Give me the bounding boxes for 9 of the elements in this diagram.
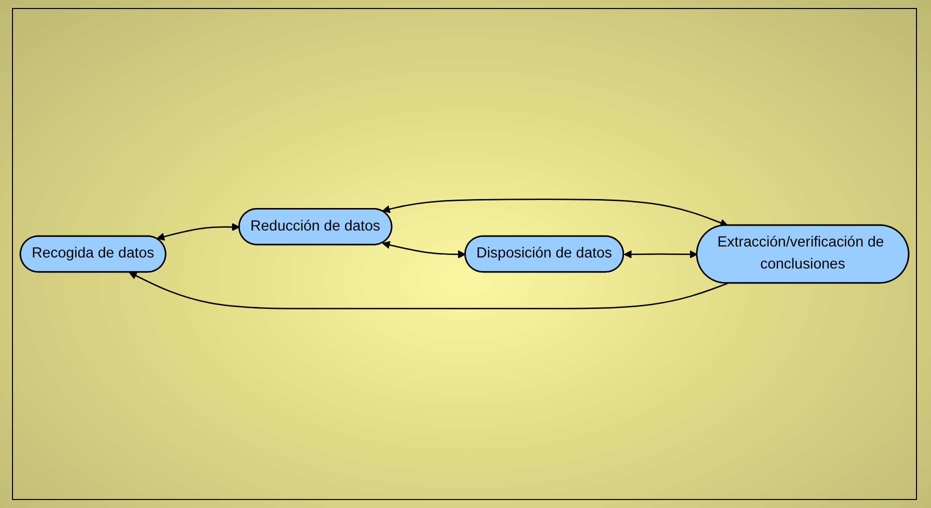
- arrow: [156, 223, 240, 241]
- arrow: [382, 240, 466, 258]
- arrow: [382, 198, 728, 227]
- ellipse-node: Recogida de datos: [20, 235, 166, 273]
- ellipse-node: Disposición de datos: [464, 235, 624, 273]
- ellipse-node: Reducción de datos: [238, 208, 392, 246]
- ellipse-node: Extracción/verificación de conclusiones: [696, 224, 910, 284]
- arrow: [624, 250, 698, 258]
- arrow: [128, 272, 728, 310]
